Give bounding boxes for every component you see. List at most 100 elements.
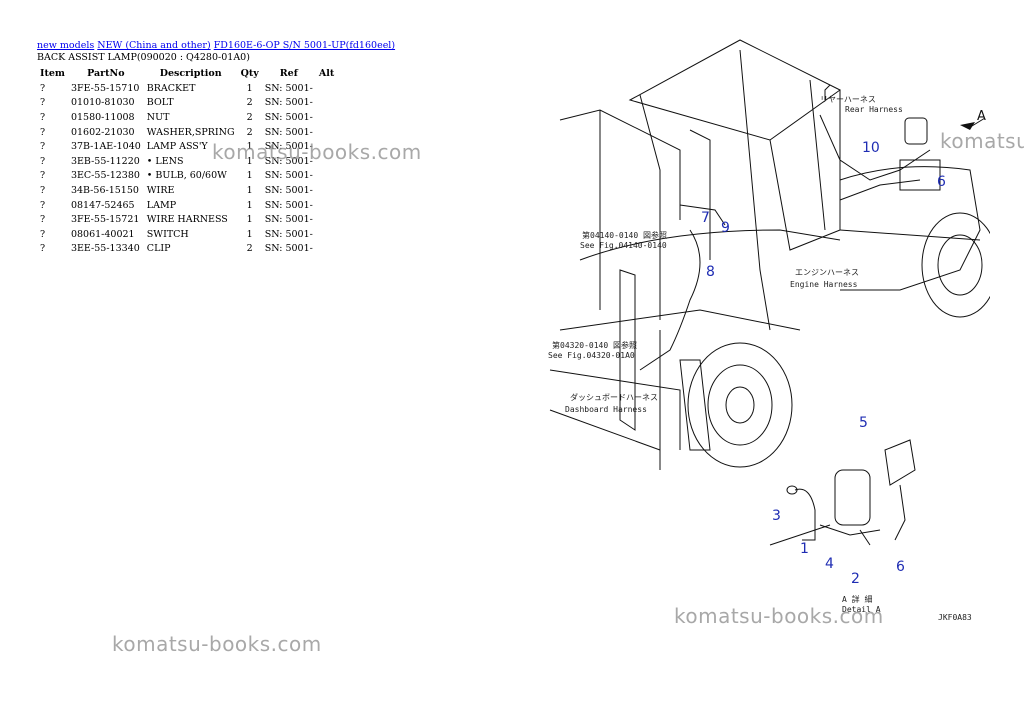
callout-8: 8 [706, 264, 715, 280]
cell-item: ? [40, 214, 46, 226]
cell-partno: 3EB-55-11220 [70, 155, 140, 167]
watermark-text: komatsu-books.com [674, 604, 884, 628]
cell-alt [316, 242, 337, 257]
engine-harness-jp-label: エンジンハーネス [795, 268, 859, 277]
cell-description: NUT [146, 111, 170, 123]
cell-partno: 08061-40021 [70, 228, 135, 240]
rear-harness-label: Rear Harness [845, 105, 903, 114]
rear-harness-jp-label: リヤーハーネス [820, 95, 876, 104]
engine-harness-label: Engine Harness [790, 280, 858, 289]
cell-item: ? [40, 126, 46, 138]
cell-partno: 3EC-55-12380 [70, 170, 140, 182]
see-fig2-jp-label: 第04320-0140 図参照 [552, 340, 637, 350]
cell-description: LAMP [146, 199, 177, 211]
dashboard-harness-jp-label: ダッシュボードハーネス [570, 392, 658, 402]
cell-alt [316, 125, 337, 140]
callout-9: 9 [721, 220, 730, 236]
cell-ref: SN: 5001- [264, 199, 313, 211]
cell-item: ? [40, 170, 46, 182]
cell-ref: SN: 5001- [264, 243, 313, 255]
table-row: ? 3FE-55-15721 WIRE HARNESS 1 SN: 5001- [37, 212, 337, 227]
table-row: ? 3FE-55-15710 BRACKET 1 SN: 5001- [37, 81, 337, 96]
cell-partno: 3EE-55-13340 [70, 243, 140, 255]
cell-ref: SN: 5001- [264, 228, 313, 240]
callout-10: 10 [862, 140, 880, 156]
cell-alt [316, 183, 337, 198]
detail-a-label: Detail A [842, 605, 881, 614]
cell-qty: 2 [246, 126, 253, 138]
cell-description: WIRE [146, 184, 175, 196]
cell-item: ? [40, 82, 46, 94]
cell-partno: 3FE-55-15710 [70, 82, 140, 94]
callout-2: 2 [851, 571, 860, 587]
detail-a-drawing [769, 439, 916, 546]
detail-a-jp-label: A 詳 細 [842, 594, 872, 604]
breadcrumb: new models NEW (China and other) FD160E-… [37, 40, 395, 51]
cell-description: WASHER,SPRING [146, 126, 235, 138]
callout-6-detail: 6 [896, 559, 905, 575]
cell-ref: SN: 5001- [264, 126, 313, 138]
cell-qty: 1 [246, 199, 253, 211]
watermark-text: komatsu-books.com [112, 632, 322, 656]
watermark-text: komatsu-books.com [940, 129, 1024, 153]
cell-partno: 34B-56-15150 [70, 184, 139, 196]
cell-item: ? [40, 155, 46, 167]
table-header-row: Item PartNo Description Qty Ref Alt [37, 66, 337, 81]
cell-qty: 1 [246, 82, 253, 94]
cell-description: • LENS [146, 155, 184, 167]
cell-description: • BULB, 60/60W [146, 170, 227, 182]
cell-partno: 01580-11008 [70, 111, 135, 123]
parts-diagram: A リヤーハーネス Rear Harness エンジンハーネス Engine H… [548, 39, 990, 622]
cell-description: WIRE HARNESS [146, 214, 228, 226]
cell-item: ? [40, 243, 46, 255]
cell-description: LAMP ASS'Y [146, 141, 208, 153]
cell-alt [316, 169, 337, 184]
figure-code: JKF0A83 [938, 613, 972, 622]
table-row: ? 37B-1AE-1040 LAMP ASS'Y 1 SN: 5001- [37, 139, 337, 154]
table-row: ? 01010-81030 BOLT 2 SN: 5001- [37, 96, 337, 111]
table-row: ? 08147-52465 LAMP 1 SN: 5001- [37, 198, 337, 213]
view-a-label: A [977, 109, 986, 124]
see-fig1-jp-label: 第04140-0140 図参照 [582, 230, 667, 240]
cell-ref: SN: 5001- [264, 82, 313, 94]
cell-item: ? [40, 97, 46, 109]
cell-alt [316, 212, 337, 227]
breadcrumb-link-new-models[interactable]: new models [37, 40, 95, 51]
cell-alt [316, 110, 337, 125]
cell-qty: 1 [246, 184, 253, 196]
page-title: BACK ASSIST LAMP(090020 : Q4280-01A0) [37, 52, 250, 63]
callout-6-top: 6 [937, 174, 946, 190]
dashboard-harness-label: Dashboard Harness [565, 405, 647, 414]
cell-ref: SN: 5001- [264, 184, 313, 196]
watermark-text: komatsu-books.com [212, 140, 422, 164]
cell-partno: 08147-52465 [70, 199, 135, 211]
cell-ref: SN: 5001- [264, 111, 313, 123]
cell-ref: SN: 5001- [264, 155, 313, 167]
col-alt: Alt [318, 68, 335, 79]
cell-alt [316, 198, 337, 213]
table-row: ? 01602-21030 WASHER,SPRING 2 SN: 5001- [37, 125, 337, 140]
breadcrumb-link-new-china[interactable]: NEW (China and other) [97, 40, 211, 51]
callout-1: 1 [800, 541, 809, 557]
cell-qty: 2 [246, 111, 253, 123]
col-qty: Qty [240, 68, 259, 79]
breadcrumb-link-model[interactable]: FD160E-6-OP S/N 5001-UP(fd160eel) [213, 40, 396, 51]
cell-item: ? [40, 199, 46, 211]
cell-item: ? [40, 111, 46, 123]
forklift-drawing: A [549, 39, 990, 470]
cell-description: SWITCH [146, 228, 189, 240]
col-description: Description [159, 68, 222, 79]
table-row: ? 08061-40021 SWITCH 1 SN: 5001- [37, 227, 337, 242]
see-fig1-label: See Fig.04140-0140 [580, 241, 667, 250]
cell-ref: SN: 5001- [264, 170, 313, 182]
parts-table: Item PartNo Description Qty Ref Alt ? 3F… [37, 66, 337, 256]
cell-item: ? [40, 141, 46, 153]
table-row: ? 01580-11008 NUT 2 SN: 5001- [37, 110, 337, 125]
cell-item: ? [40, 184, 46, 196]
see-fig2-label: See Fig.04320-01A0 [548, 351, 635, 360]
cell-partno: 01602-21030 [70, 126, 135, 138]
col-item: Item [40, 68, 65, 79]
col-partno: PartNo [87, 68, 125, 79]
cell-qty: 1 [246, 141, 253, 153]
cell-partno: 01010-81030 [70, 97, 135, 109]
